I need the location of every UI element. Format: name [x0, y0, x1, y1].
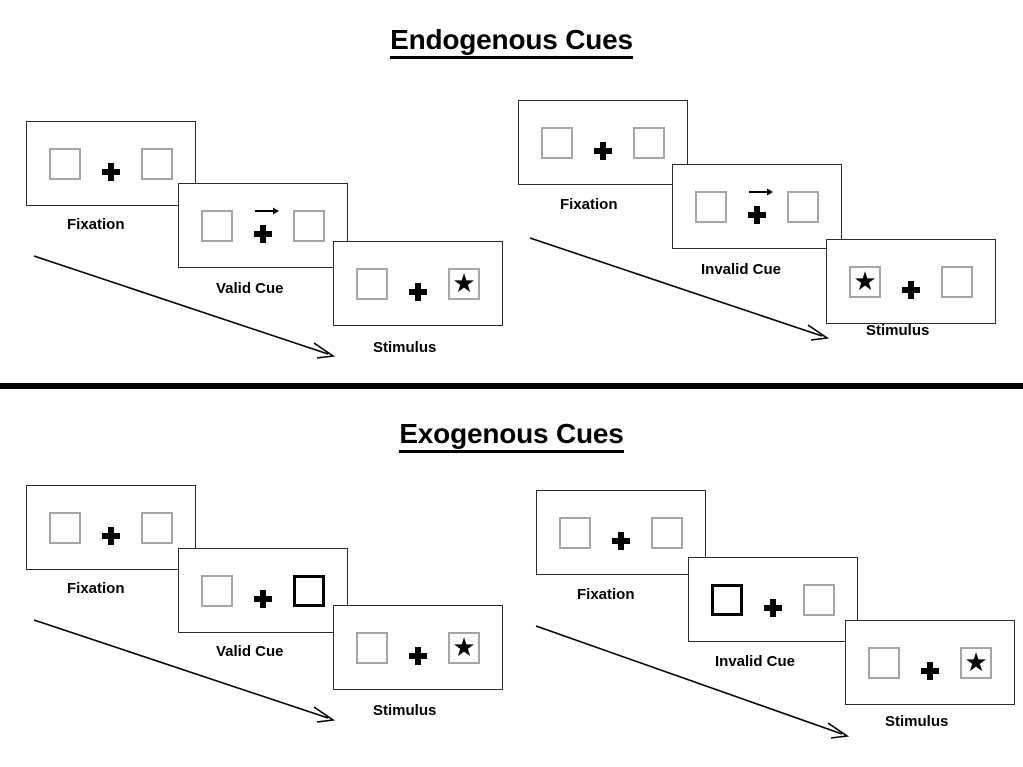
flow-arrow-exo-invalid [535, 625, 850, 739]
flow-arrow-endo-valid [33, 255, 336, 359]
fixation-cross-icon [102, 162, 120, 181]
panel-content: ★ [334, 606, 502, 689]
left-placeholder-box [695, 190, 727, 223]
fixation-cross-icon [612, 531, 630, 550]
panel-content [179, 549, 347, 632]
fixation-cross-icon [921, 661, 939, 680]
right-placeholder-box [141, 147, 173, 180]
label-endo-invalid-stimulus: Stimulus [866, 322, 930, 339]
panel-exo-valid-stimulus[interactable]: ★ [333, 605, 503, 690]
fixation-centre [247, 207, 279, 245]
right-placeholder-box [633, 126, 665, 159]
fixation-centre [741, 188, 773, 226]
exogenous-title-text: Exogenous Cues [399, 418, 624, 453]
fixation-centre [247, 572, 279, 610]
fixation-cross-icon [748, 205, 766, 224]
fixation-cross-icon [764, 598, 782, 617]
fixation-cross-icon [254, 224, 272, 243]
section-divider [0, 383, 1023, 389]
exogenous-section-title: Exogenous Cues [0, 418, 1023, 453]
fixation-centre [757, 581, 789, 619]
label-exo-invalid-stimulus: Stimulus [885, 713, 949, 730]
right-placeholder-box [803, 583, 835, 616]
panel-endo-invalid-fixation[interactable] [518, 100, 688, 185]
panel-content [27, 122, 195, 205]
fixation-centre [605, 514, 637, 552]
left-placeholder-box [356, 267, 388, 300]
right-cued-box [293, 574, 325, 607]
label-endo-invalid-cue: Invalid Cue [701, 261, 782, 278]
panel-content [179, 184, 347, 267]
star-icon: ★ [853, 265, 877, 296]
label-exo-valid-cue: Valid Cue [216, 643, 284, 660]
panel-content [27, 486, 195, 569]
endogenous-section-title: Endogenous Cues [0, 24, 1023, 59]
left-placeholder-box [201, 209, 233, 242]
panel-content: ★ [334, 242, 502, 325]
panel-content [519, 101, 687, 184]
label-endo-invalid-fixation: Fixation [560, 196, 618, 213]
panel-endo-valid-fixation[interactable] [26, 121, 196, 206]
left-placeholder-box [868, 646, 900, 679]
fixation-cross-icon [102, 526, 120, 545]
panel-endo-invalid-stimulus[interactable]: ★ [826, 239, 996, 324]
panel-content [689, 558, 857, 641]
right-target-box: ★ [448, 631, 480, 664]
fixation-centre [895, 263, 927, 301]
left-target-box: ★ [849, 265, 881, 298]
panel-exo-valid-cue[interactable] [178, 548, 348, 633]
panel-content [673, 165, 841, 248]
fixation-cross-icon [409, 646, 427, 665]
left-placeholder-box [49, 511, 81, 544]
panel-content [537, 491, 705, 574]
right-target-box: ★ [448, 267, 480, 300]
star-icon: ★ [452, 631, 476, 662]
label-exo-invalid-cue: Invalid Cue [715, 653, 796, 670]
left-placeholder-box [541, 126, 573, 159]
right-placeholder-box [787, 190, 819, 223]
fixation-centre [402, 265, 434, 303]
fixation-cross-icon [409, 282, 427, 301]
fixation-centre [587, 124, 619, 162]
left-cued-box [711, 583, 743, 616]
panel-endo-valid-stimulus[interactable]: ★ [333, 241, 503, 326]
right-placeholder-box [651, 516, 683, 549]
label-exo-invalid-fixation: Fixation [577, 586, 635, 603]
left-placeholder-box [356, 631, 388, 664]
left-placeholder-box [49, 147, 81, 180]
label-endo-valid-cue: Valid Cue [216, 280, 284, 297]
label-exo-valid-fixation: Fixation [67, 580, 125, 597]
endogenous-title-text: Endogenous Cues [390, 24, 633, 59]
fixation-centre [95, 509, 127, 547]
label-exo-valid-stimulus: Stimulus [373, 702, 437, 719]
panel-endo-invalid-cue[interactable] [672, 164, 842, 249]
flow-arrow-exo-valid [33, 619, 336, 723]
right-placeholder-box [293, 209, 325, 242]
panel-exo-valid-fixation[interactable] [26, 485, 196, 570]
fixation-cross-icon [594, 141, 612, 160]
left-placeholder-box [559, 516, 591, 549]
right-placeholder-box [941, 265, 973, 298]
star-icon: ★ [964, 646, 988, 677]
star-icon: ★ [452, 267, 476, 298]
right-placeholder-box [141, 511, 173, 544]
panel-exo-invalid-fixation[interactable] [536, 490, 706, 575]
panel-exo-invalid-stimulus[interactable]: ★ [845, 620, 1015, 705]
right-target-box: ★ [960, 646, 992, 679]
fixation-cross-icon [254, 589, 272, 608]
arrow-right-icon [255, 207, 279, 214]
fixation-centre [914, 644, 946, 682]
panel-content: ★ [827, 240, 995, 323]
fixation-centre [402, 629, 434, 667]
fixation-cross-icon [902, 280, 920, 299]
label-endo-valid-fixation: Fixation [67, 216, 125, 233]
fixation-centre [95, 145, 127, 183]
flow-arrow-endo-invalid [529, 237, 830, 341]
panel-endo-valid-cue[interactable] [178, 183, 348, 268]
panel-exo-invalid-cue[interactable] [688, 557, 858, 642]
arrow-right-icon [749, 188, 773, 195]
panel-content: ★ [846, 621, 1014, 704]
left-placeholder-box [201, 574, 233, 607]
label-endo-valid-stimulus: Stimulus [373, 339, 437, 356]
